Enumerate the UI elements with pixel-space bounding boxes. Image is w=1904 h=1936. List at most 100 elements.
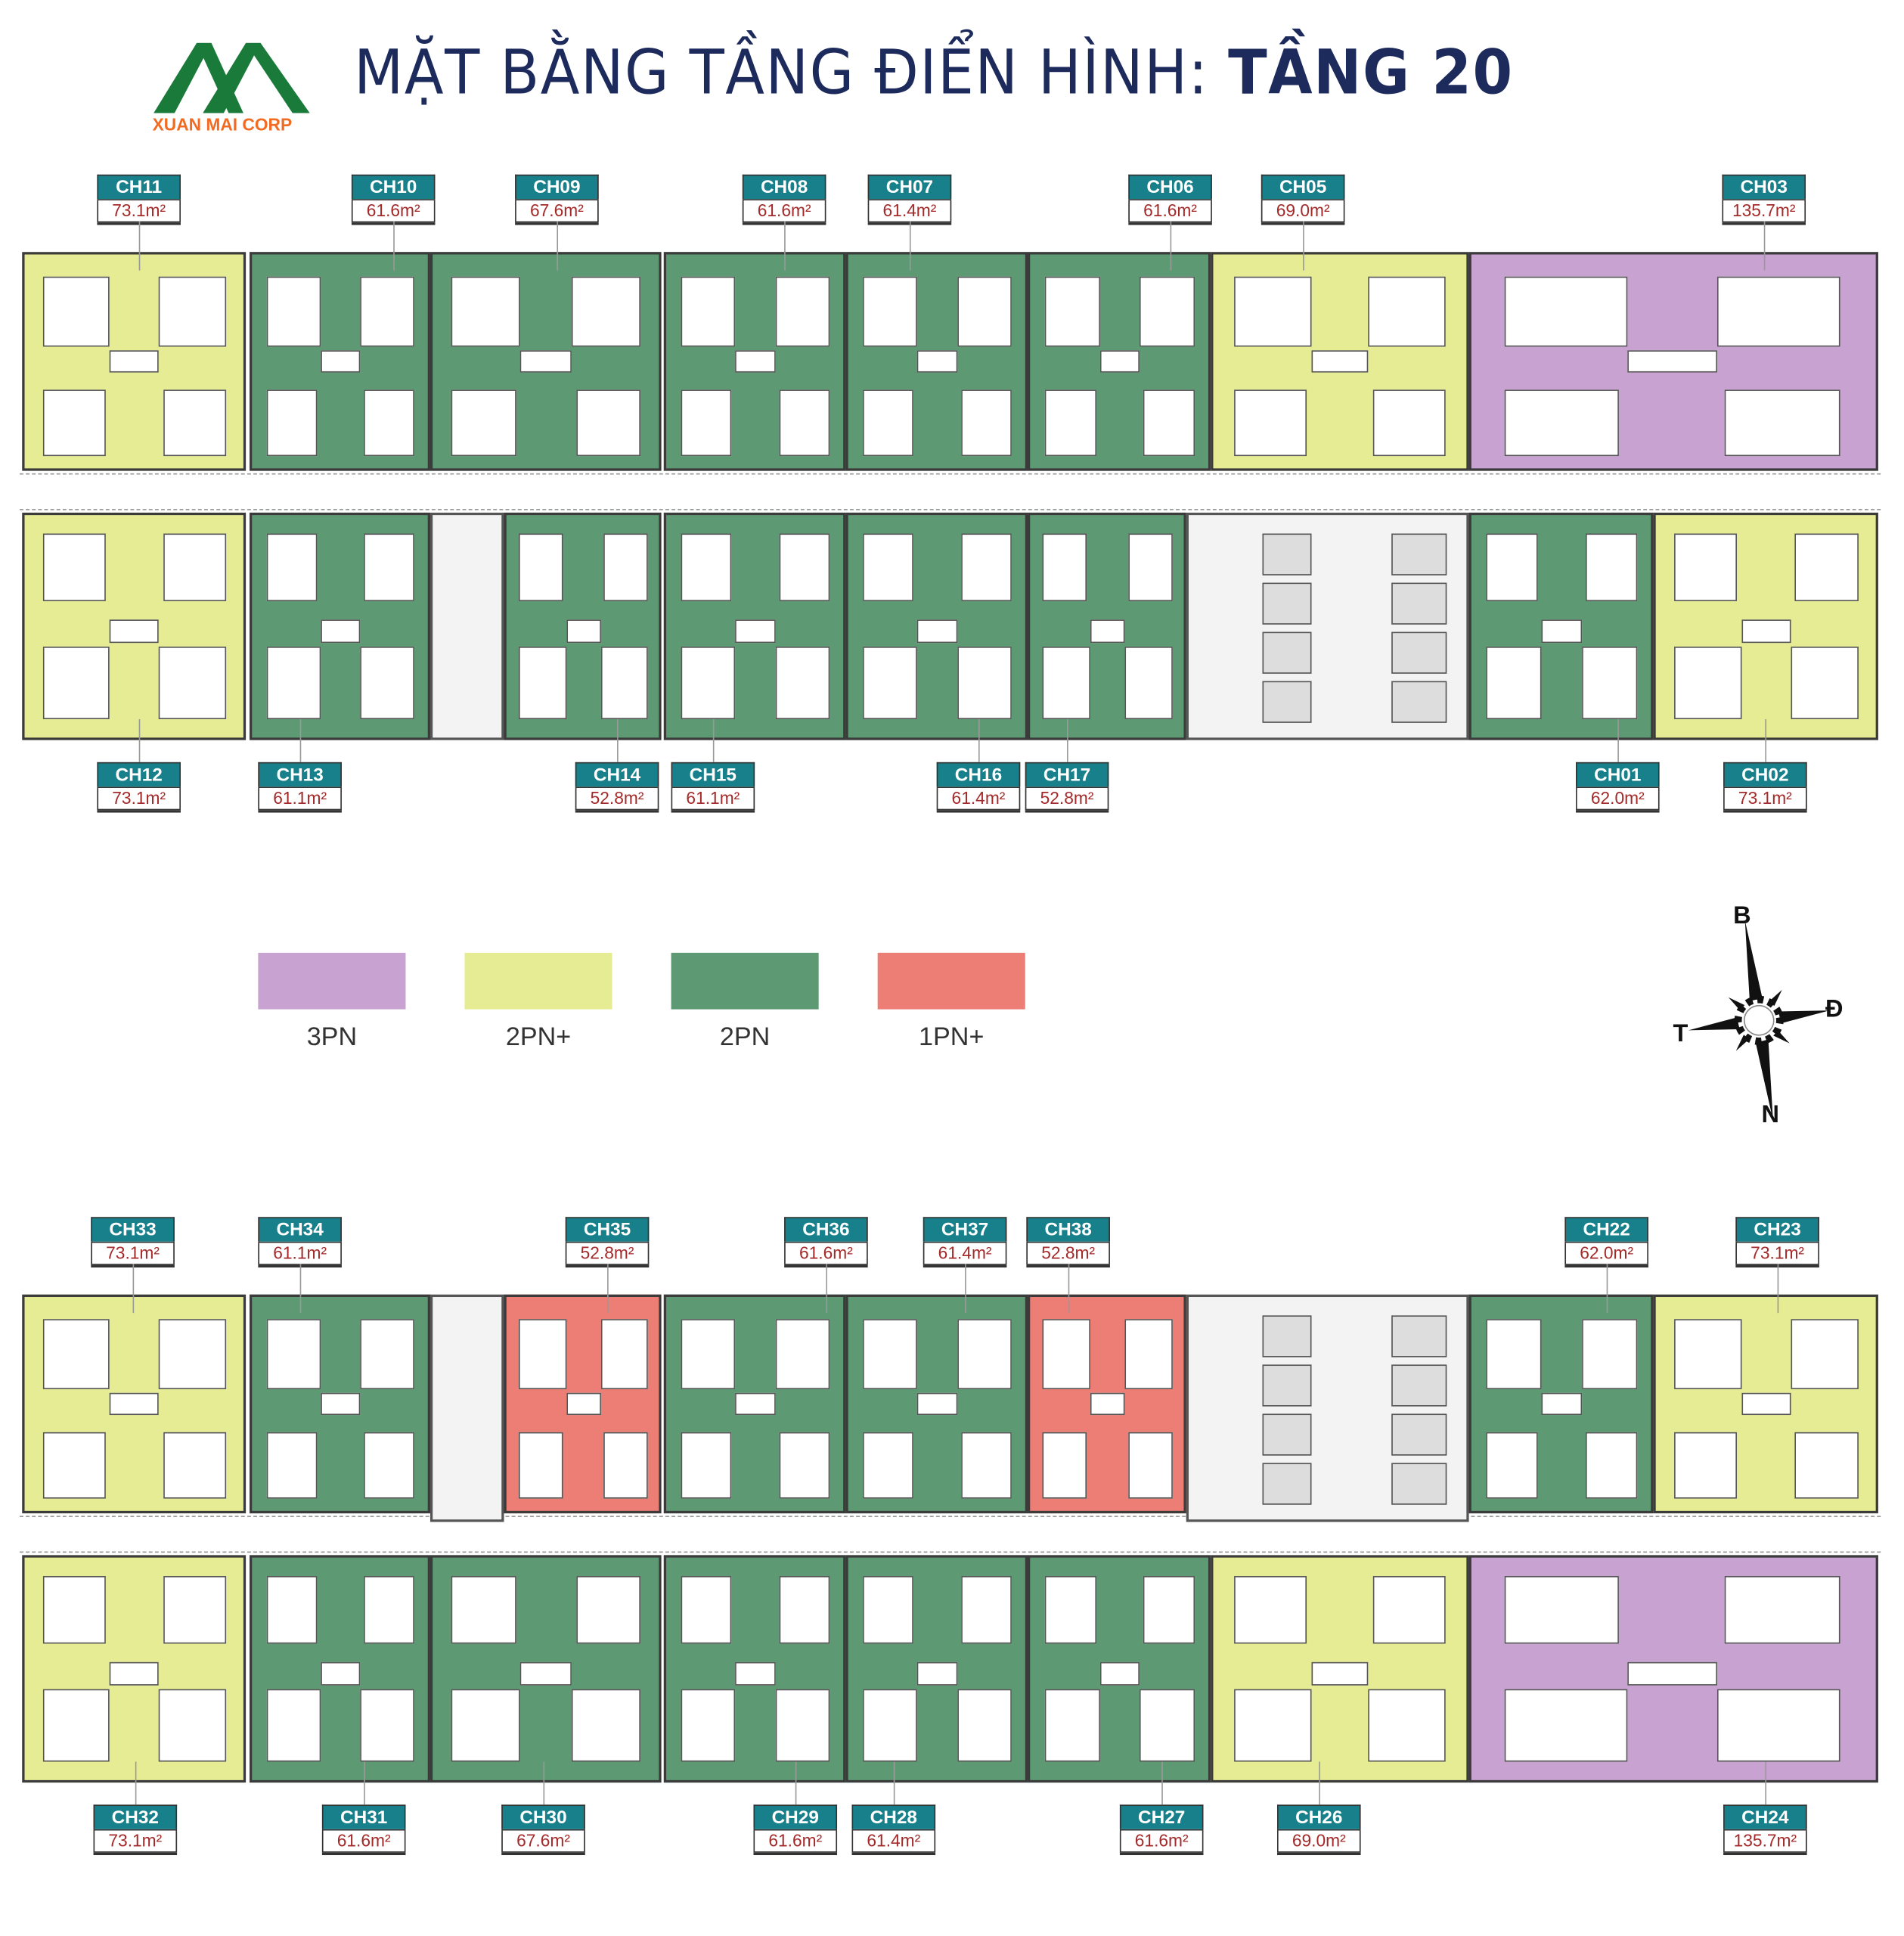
room-furniture — [862, 1432, 914, 1499]
apartment-unit[interactable] — [1653, 512, 1878, 740]
room-furniture — [681, 647, 736, 720]
apartment-unit[interactable] — [1468, 1555, 1878, 1783]
unit-area: 61.4m² — [851, 1829, 936, 1853]
elevator-shaft — [1262, 681, 1312, 723]
room-furniture — [681, 1689, 736, 1763]
unit-area: 73.1m² — [91, 1241, 175, 1265]
apartment-unit[interactable] — [845, 1294, 1028, 1514]
room-furniture — [1626, 350, 1717, 373]
room-furniture — [1541, 1393, 1583, 1416]
apartment-unit[interactable] — [1468, 512, 1654, 740]
unit-code: CH05 — [1261, 174, 1345, 200]
room-furniture — [600, 647, 648, 720]
room-furniture — [42, 1432, 105, 1499]
room-furniture — [571, 276, 641, 347]
apartment-unit[interactable] — [1028, 512, 1186, 740]
room-furniture — [360, 276, 415, 347]
stairwell — [429, 512, 504, 740]
apartment-unit[interactable] — [663, 1555, 846, 1783]
elevator-shaft — [1391, 631, 1447, 674]
apartment-unit[interactable] — [504, 1294, 662, 1514]
room-furniture — [1725, 1575, 1840, 1644]
apartment-unit[interactable] — [845, 1555, 1028, 1783]
apartment-unit[interactable] — [845, 252, 1028, 471]
apartment-unit[interactable] — [1028, 1555, 1211, 1783]
apartment-unit[interactable] — [663, 1294, 846, 1514]
room-furniture — [1741, 619, 1791, 643]
room-furniture — [519, 1432, 563, 1499]
compass-rose-icon — [1688, 920, 1830, 1121]
apartment-unit[interactable] — [249, 252, 430, 471]
apartment-unit[interactable] — [1211, 252, 1469, 471]
apartment-unit[interactable] — [429, 252, 662, 471]
apartment-unit[interactable] — [22, 1555, 247, 1783]
room-furniture — [109, 619, 160, 643]
apartment-unit[interactable] — [1653, 1294, 1878, 1514]
apartment-unit[interactable] — [504, 512, 662, 740]
corridor — [20, 1516, 1881, 1553]
leader-line — [712, 718, 715, 762]
elevator-shaft — [1262, 631, 1312, 674]
apartment-unit[interactable] — [22, 1294, 247, 1514]
apartment-unit[interactable] — [1468, 252, 1878, 471]
room-furniture — [451, 276, 521, 347]
room-furniture — [681, 1318, 736, 1389]
unit-code: CH28 — [851, 1804, 936, 1829]
room-furniture — [321, 350, 361, 373]
unit-area: 61.6m² — [321, 1829, 406, 1853]
apartment-unit[interactable] — [1028, 252, 1211, 471]
room-furniture — [862, 389, 914, 456]
apartment-unit[interactable] — [22, 512, 247, 740]
apartment-unit[interactable] — [663, 252, 846, 471]
apartment-unit[interactable] — [22, 252, 247, 471]
leader-line — [393, 221, 395, 271]
apartment-unit[interactable] — [1028, 1294, 1186, 1514]
room-furniture — [266, 1575, 318, 1644]
room-furniture — [163, 1575, 226, 1644]
apartment-unit[interactable] — [1468, 1294, 1654, 1514]
room-furniture — [42, 389, 105, 456]
apartment-unit[interactable] — [249, 1555, 430, 1783]
apartment-unit[interactable] — [845, 512, 1028, 740]
room-furniture — [1673, 1432, 1737, 1499]
apartment-unit[interactable] — [249, 1294, 430, 1514]
room-furniture — [779, 1575, 830, 1644]
apartment-unit[interactable] — [429, 1555, 662, 1783]
apartment-unit[interactable] — [249, 512, 430, 740]
apartment-unit[interactable] — [1211, 1555, 1469, 1783]
apartment-unit[interactable] — [663, 512, 846, 740]
unit-area: 73.1m² — [1735, 1241, 1819, 1265]
